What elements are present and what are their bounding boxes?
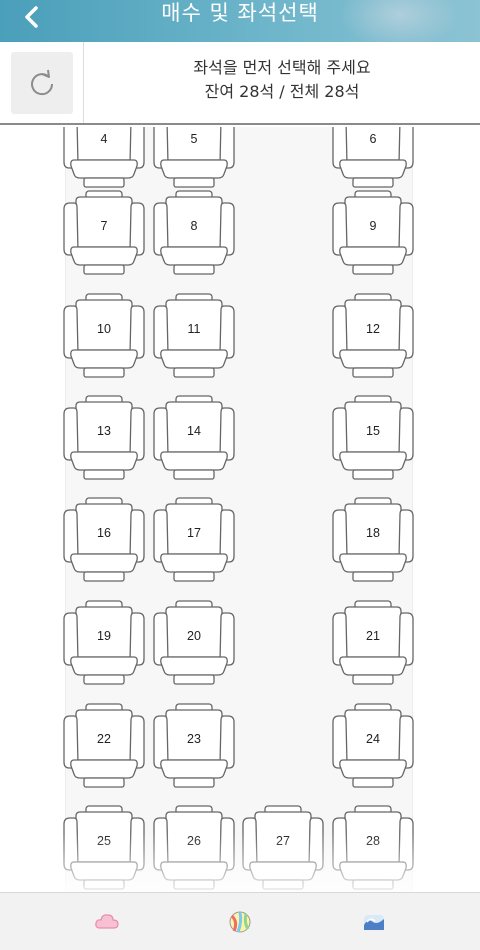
- nav-wave-button[interactable]: [362, 910, 386, 934]
- wave-icon: [364, 915, 384, 930]
- seat-15[interactable]: 15: [331, 394, 415, 480]
- seat-count-text: 잔여 28석 / 전체 28석: [204, 82, 360, 101]
- seat-icon: [153, 395, 235, 480]
- seat-number: 23: [187, 732, 201, 746]
- seat-number: 18: [366, 526, 380, 540]
- page-title: 매수 및 좌석선택: [161, 1, 319, 25]
- header-bar: 매수 및 좌석선택: [0, 0, 480, 42]
- cloud-icon: [95, 914, 119, 929]
- seat-27[interactable]: 27: [241, 804, 325, 890]
- seat-14[interactable]: 14: [152, 394, 236, 480]
- seat-number: 28: [366, 834, 380, 848]
- seat-icon: [332, 703, 414, 788]
- refresh-button[interactable]: [10, 51, 73, 114]
- seat-number: 7: [100, 219, 108, 233]
- seat-13[interactable]: 13: [62, 394, 146, 480]
- seat-number: 25: [97, 834, 111, 848]
- seat-16[interactable]: 16: [62, 496, 146, 582]
- seat-number: 27: [276, 834, 290, 848]
- seat-20[interactable]: 20: [152, 599, 236, 685]
- seat-icon: [332, 127, 414, 188]
- seat-number: 6: [369, 132, 377, 146]
- seat-icon: [332, 805, 414, 890]
- seat-icon: [332, 395, 414, 480]
- seat-12[interactable]: 12: [331, 292, 415, 378]
- seat-number: 26: [187, 834, 201, 848]
- seat-number: 22: [97, 732, 111, 746]
- seat-icon: [332, 600, 414, 685]
- seat-icon: [153, 497, 235, 582]
- header-decoration: [340, 0, 460, 42]
- seat-icon: [153, 805, 235, 890]
- seat-22[interactable]: 22: [62, 702, 146, 788]
- bottom-nav: [0, 892, 480, 950]
- refresh-icon: [30, 69, 53, 95]
- seat-icon: [153, 190, 235, 275]
- seat-icon: [332, 190, 414, 275]
- seat-number: 9: [369, 219, 377, 233]
- seat-icon: [63, 190, 145, 275]
- seat-10[interactable]: 10: [62, 292, 146, 378]
- seat-number: 8: [190, 219, 198, 233]
- seat-number: 11: [187, 322, 201, 336]
- seat-number: 4: [100, 132, 108, 146]
- seat-number: 24: [366, 732, 380, 746]
- seat-5[interactable]: 5: [152, 127, 236, 188]
- seat-7[interactable]: 7: [62, 189, 146, 275]
- instruction-text: 좌석을 먼저 선택해 주세요: [193, 58, 371, 77]
- seat-9[interactable]: 9: [331, 189, 415, 275]
- seat-icon: [332, 293, 414, 378]
- seat-23[interactable]: 23: [152, 702, 236, 788]
- seat-number: 10: [97, 322, 111, 336]
- seat-number: 20: [187, 629, 201, 643]
- seat-icon: [332, 497, 414, 582]
- seat-number: 17: [187, 526, 201, 540]
- seat-26[interactable]: 26: [152, 804, 236, 890]
- nav-cloud-button[interactable]: [94, 910, 119, 934]
- seat-4[interactable]: 4: [62, 127, 146, 188]
- seat-icon: [153, 293, 235, 378]
- seat-map: 4 5 6 7 8 9 10 11 12 13 14 15 16 17 18 19 20 21 22 23 24 25 26…: [0, 127, 480, 892]
- seat-number: 12: [366, 322, 380, 336]
- seat-24[interactable]: 24: [331, 702, 415, 788]
- seat-8[interactable]: 8: [152, 189, 236, 275]
- seat-icon: [63, 805, 145, 890]
- seat-icon: [153, 127, 235, 188]
- seat-number: 21: [366, 629, 380, 643]
- seat-icon: [153, 600, 235, 685]
- seat-icon: [63, 497, 145, 582]
- seat-icon: [63, 600, 145, 685]
- seat-28[interactable]: 28: [331, 804, 415, 890]
- seat-25[interactable]: 25: [62, 804, 146, 890]
- seat-icon: [63, 395, 145, 480]
- seat-number: 14: [187, 424, 201, 438]
- seat-19[interactable]: 19: [62, 599, 146, 685]
- seat-number: 19: [97, 629, 111, 643]
- back-button[interactable]: [14, 0, 50, 36]
- seat-21[interactable]: 21: [331, 599, 415, 685]
- seat-info-bar: 좌석을 먼저 선택해 주세요 잔여 28석 / 전체 28석: [0, 42, 480, 125]
- seat-info-text: 좌석을 먼저 선택해 주세요 잔여 28석 / 전체 28석: [84, 56, 480, 104]
- seat-number: 5: [190, 132, 198, 146]
- seat-icon: [63, 127, 145, 188]
- seat-icon: [63, 703, 145, 788]
- seat-icon: [63, 293, 145, 378]
- seat-6[interactable]: 6: [331, 127, 415, 188]
- seat-number: 16: [97, 526, 111, 540]
- chevron-left-icon: [25, 6, 38, 28]
- ball-icon: [229, 911, 251, 933]
- seat-11[interactable]: 11: [152, 292, 236, 378]
- seat-icon: [153, 703, 235, 788]
- seat-18[interactable]: 18: [331, 496, 415, 582]
- refresh-container: [0, 42, 84, 123]
- nav-ball-button[interactable]: [228, 910, 252, 934]
- seat-number: 13: [97, 424, 111, 438]
- seat-number: 15: [366, 424, 380, 438]
- seat-17[interactable]: 17: [152, 496, 236, 582]
- seat-icon: [242, 805, 324, 890]
